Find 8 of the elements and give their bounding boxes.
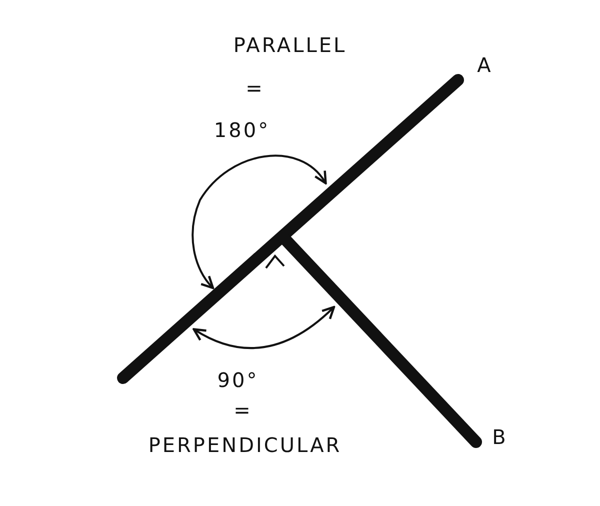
word-label: PARALLEL <box>233 33 347 57</box>
equals-sign: = <box>246 76 264 100</box>
angle-label: 90° <box>217 368 259 392</box>
word-label: PERPENDICULAR <box>148 433 342 457</box>
point-label: B <box>492 425 508 449</box>
angle-label: 180° <box>214 118 270 142</box>
equals-sign: = <box>234 398 252 422</box>
point-label: A <box>477 53 493 77</box>
